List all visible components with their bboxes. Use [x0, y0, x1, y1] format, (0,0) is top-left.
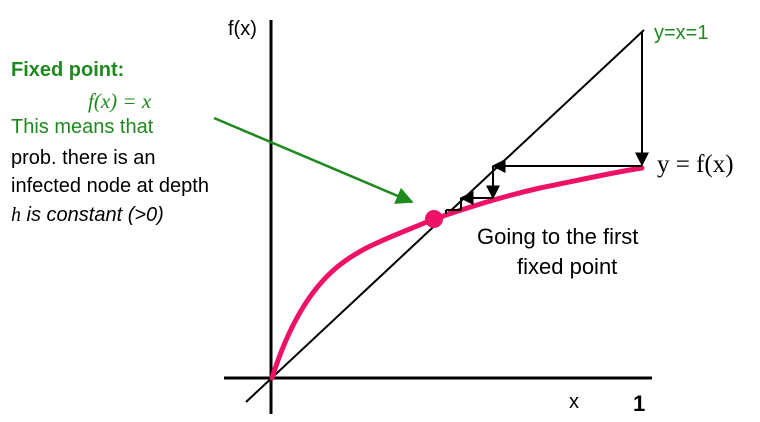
pointer-arrow	[213, 116, 414, 204]
going-line-2: fixed point	[517, 254, 618, 279]
fx-axis-label: f(x)	[228, 18, 257, 40]
fixed-point-title: Fixed point:	[11, 59, 125, 81]
going-line-1: Going to the first	[477, 224, 639, 249]
description-line-3: infected node at depth	[11, 175, 209, 197]
curve-label: y = f(x)	[657, 151, 734, 178]
fixed-point-marker	[425, 210, 443, 228]
diagonal-label: y=x=1	[654, 22, 709, 44]
x-axis-label: x	[569, 391, 579, 413]
description-line-4: h is constant (>0)	[11, 204, 164, 227]
description-line-4-rest: is constant (>0)	[21, 204, 164, 226]
description-line-2: prob. there is an	[11, 147, 156, 169]
depth-variable: h	[11, 204, 21, 226]
fixed-point-equation: f(x) = x	[88, 89, 152, 113]
x-max-label: 1	[633, 391, 646, 416]
description-line-1: This means that	[11, 116, 154, 138]
